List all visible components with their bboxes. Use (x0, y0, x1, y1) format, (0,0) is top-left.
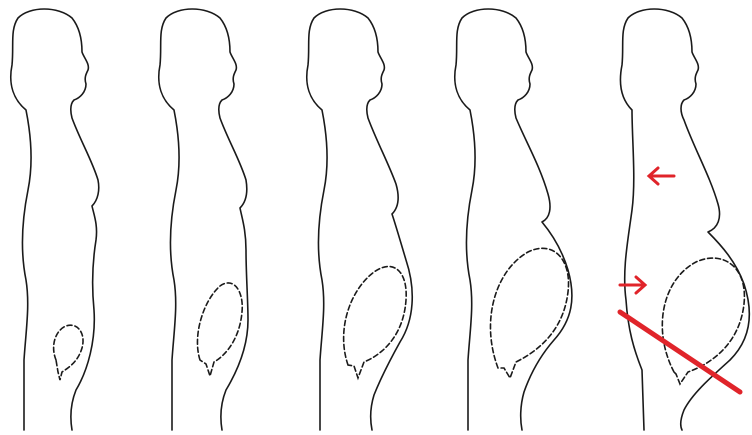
figure-stage-5 (620, 9, 749, 430)
uterus-4 (490, 248, 568, 378)
silhouette-3 (307, 9, 412, 430)
silhouette-5 (620, 9, 749, 430)
uterus-2 (197, 283, 242, 376)
figure-stage-2 (159, 9, 248, 430)
figure-stage-4 (455, 9, 572, 430)
silhouette-1 (11, 9, 99, 430)
figure-stage-1 (11, 9, 99, 430)
figure-stage-3 (307, 9, 412, 430)
uterus-1 (54, 325, 83, 380)
arrow-left-icon (649, 168, 674, 184)
silhouette-2 (159, 9, 248, 430)
uterus-3 (344, 267, 407, 378)
arrow-right-icon (620, 277, 645, 293)
